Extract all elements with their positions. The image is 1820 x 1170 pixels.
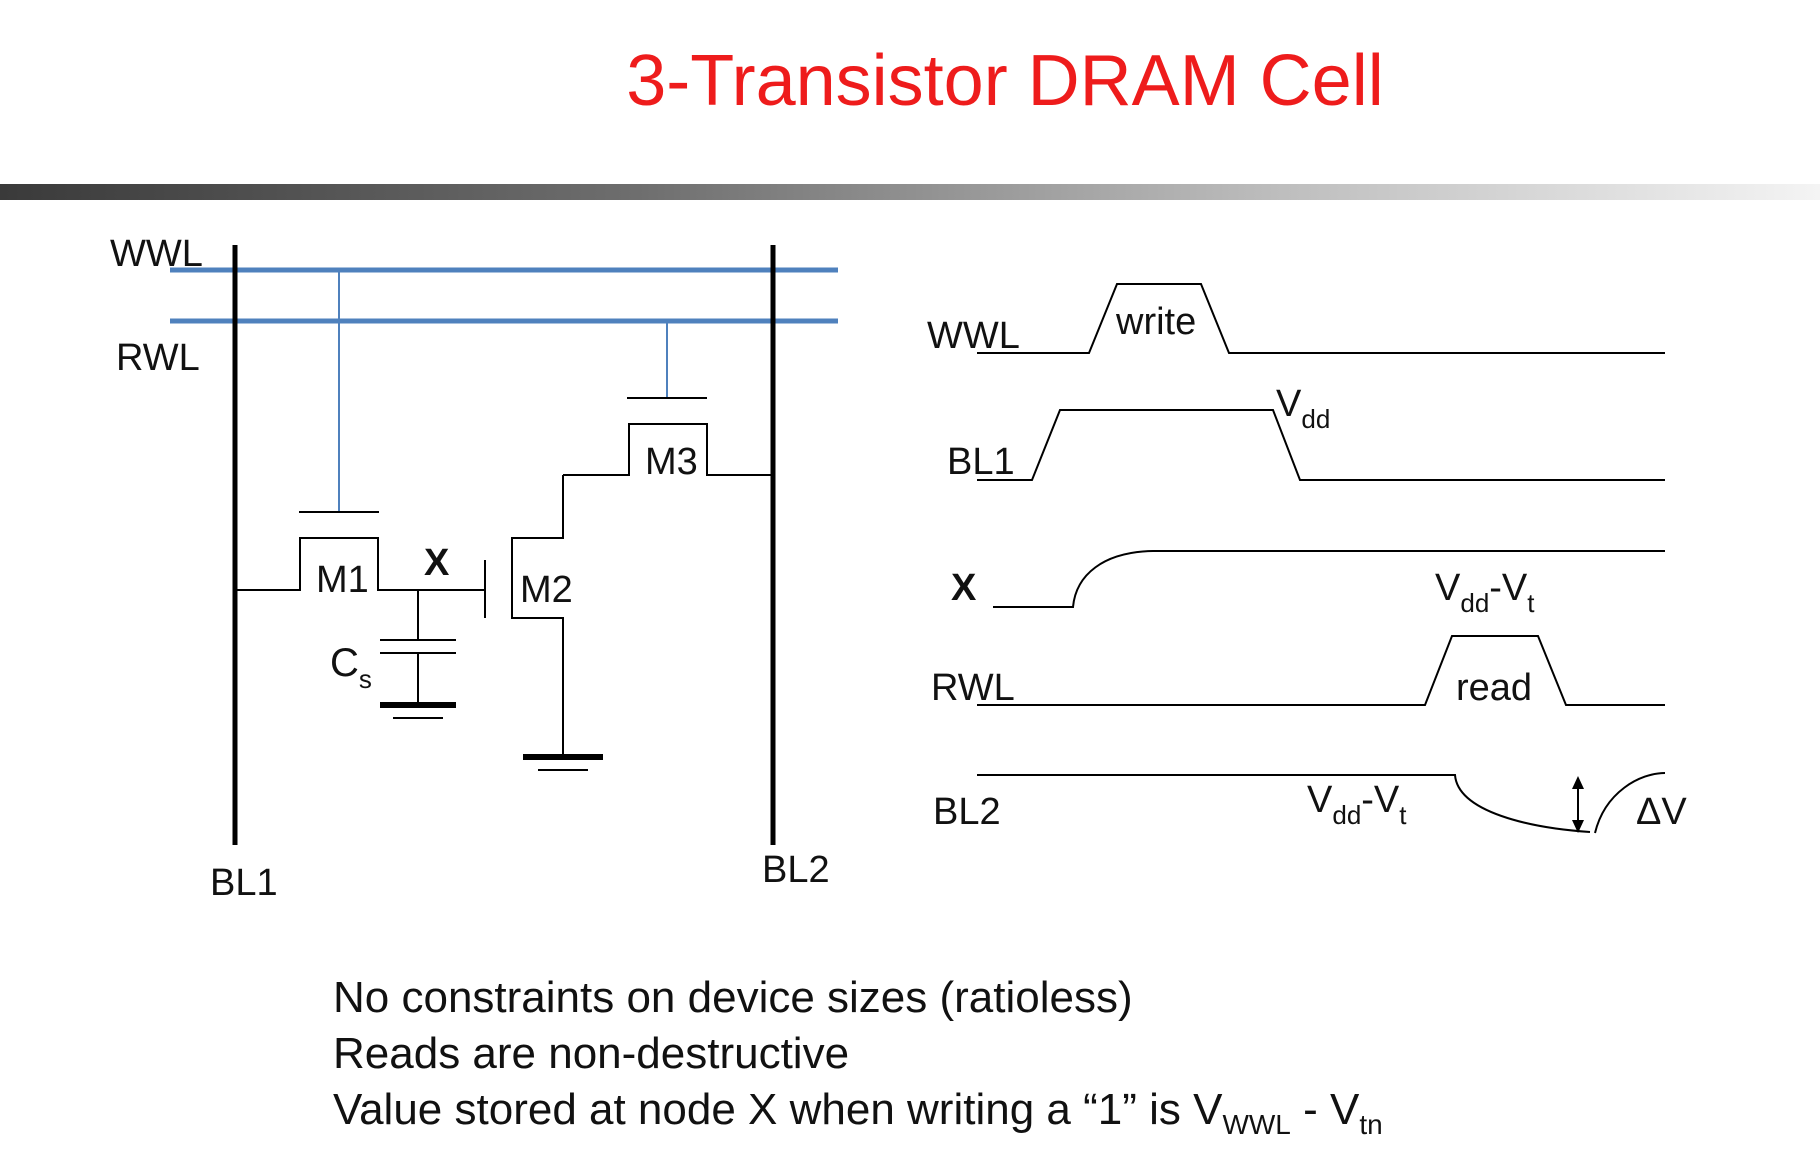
bl1-waveform [977, 409, 1665, 481]
write-label: write [1115, 301, 1196, 343]
transistor-m3 [563, 321, 773, 476]
wwl-waveform [977, 283, 1665, 354]
slide-title: 3-Transistor DRAM Cell [626, 41, 1384, 121]
x-waveform [993, 550, 1665, 608]
x-wave-label: X [951, 567, 977, 609]
bl2-recovery-curve [1594, 772, 1666, 834]
note-stored-value: Value stored at node X when writing a “1… [333, 1085, 1383, 1140]
notes-block: No constraints on device sizes (ratioles… [333, 970, 1383, 1153]
bl2-waveform [977, 774, 1591, 833]
wwl-wave-label: WWL [927, 315, 1020, 357]
bl2-label: BL2 [762, 849, 830, 891]
node-x-label: X [424, 542, 450, 584]
cs-label: Cs [330, 641, 372, 694]
m1-label: M1 [316, 559, 369, 601]
bl1-label: BL1 [210, 862, 278, 904]
bl2-vdd-vt-label: Vdd-Vt [1307, 779, 1407, 830]
rwl-wave-label: RWL [931, 667, 1015, 709]
m2-label: M2 [520, 569, 573, 611]
timing-diagram: WWL BL1 X RWL BL2 write read Vdd Vdd-Vt … [927, 283, 1687, 834]
transistor-m1 [235, 270, 418, 591]
note-nondestructive: Reads are non-destructive [333, 1029, 850, 1078]
rwl-waveform [977, 635, 1665, 706]
note-ratioless: No constraints on device sizes (ratioles… [333, 973, 1133, 1022]
title-divider [0, 184, 1820, 200]
wwl-label: WWL [110, 233, 203, 275]
m3-label: M3 [645, 441, 698, 483]
rwl-label: RWL [116, 337, 200, 379]
bl2-wave-label: BL2 [933, 791, 1001, 833]
delta-v-label: ΔV [1636, 791, 1687, 833]
circuit-schematic: WWL RWL BL1 BL2 M1 M2 M3 X Cs [110, 233, 838, 904]
vdd-label: Vdd [1276, 383, 1330, 434]
transistor-m2 [484, 475, 603, 771]
x-vdd-vt-label: Vdd-Vt [1435, 567, 1535, 618]
read-label: read [1456, 667, 1532, 709]
bl1-wave-label: BL1 [947, 441, 1015, 483]
storage-capacitor [380, 589, 485, 719]
